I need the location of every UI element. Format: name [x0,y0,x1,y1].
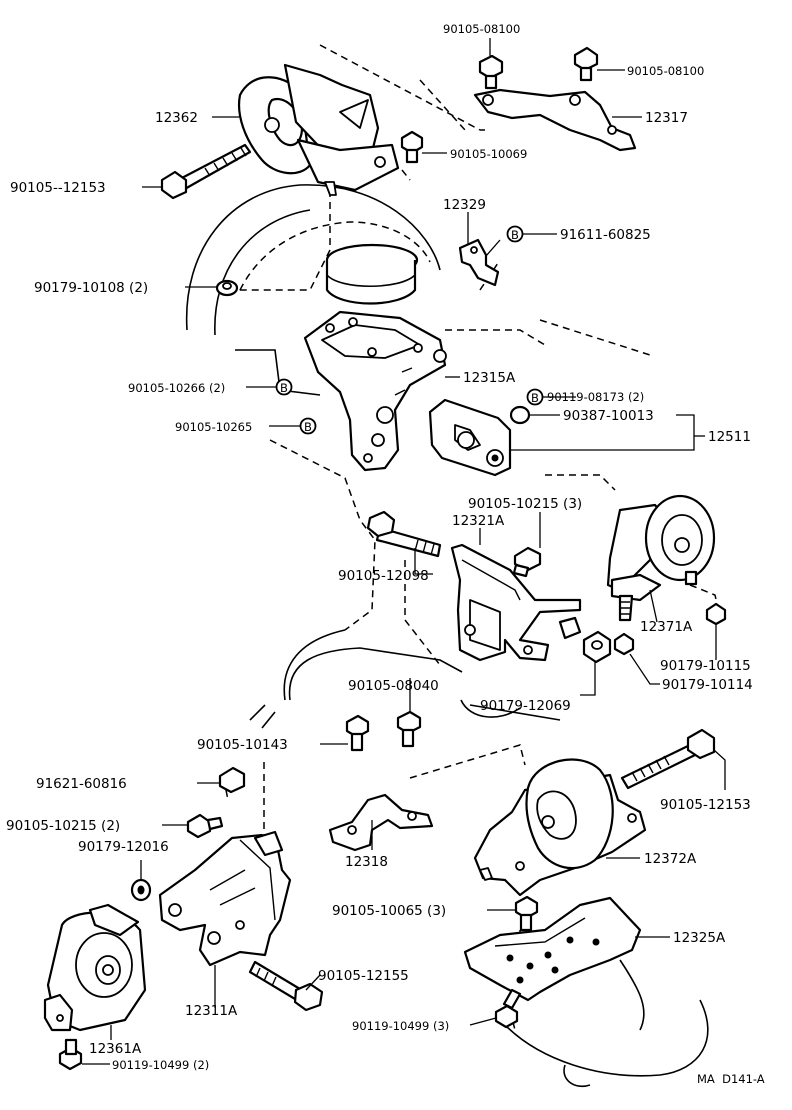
bolt-90105-12098 [366,510,442,558]
label-90119-08173: 90119-08173 (2) [547,390,644,404]
label-90105-08040: 90105-08040 [348,678,439,694]
label-12315A: 12315A [463,370,516,386]
label-90179-10114: 90179-10114 [662,677,753,693]
nut-90179-12069 [582,630,612,664]
label-12311A: 12311A [185,1003,238,1019]
bolt-90105-10215-right [512,546,542,578]
label-90387-10013: 90387-10013 [563,408,654,424]
engine-cylinder [325,243,419,305]
b-marker-text: B [531,391,539,405]
mount-12511 [428,398,531,477]
bolt-90105-12153-top [160,143,252,200]
nut-90179-10114 [613,632,635,656]
label-90105-10069: 90105-10069 [450,147,527,161]
b-marker-text: B [280,381,288,395]
bolt-90105-10069 [400,130,424,164]
label-12321A: 12321A [452,513,505,529]
bracket-12317 [473,88,637,152]
label-12329: 12329 [443,197,486,213]
label-12318: 12318 [345,854,388,870]
label-90105-12155: 90105-12155 [318,968,409,984]
bolt-90119-10499-right [494,988,522,1029]
label-90105-10265: 90105-10265 [175,420,252,434]
label-90179-12016: 90179-12016 [78,839,169,855]
label-90105-08100-b: 90105-08100 [627,64,704,78]
bracket-12325A [463,896,642,1002]
label-90105-12153-right: 90105-12153 [660,797,751,813]
engine-ghost-outline [185,184,709,1087]
nut-90179-10115 [705,602,727,626]
b-marker-08173: B [526,388,544,406]
bracket-12329 [458,238,500,287]
bolt-90105-08100-b [573,46,599,82]
label-12371A: 12371A [640,619,693,635]
label-90105-12098: 90105-12098 [338,568,429,584]
label-90105-10065: 90105-10065 (3) [332,903,446,919]
label-90105-10215-3: 90105-10215 (3) [468,496,582,512]
mount-12361A [43,903,147,1032]
bolt-90105-08100-a [478,54,504,90]
bracket-12315A [303,310,447,472]
label-90179-10115: 90179-10115 [660,658,751,674]
mount-12372A [473,758,647,897]
label-90179-12069: 90179-12069 [480,698,571,714]
bolt-90105-08040 [396,710,422,748]
label-90119-10499-2: 90119-10499 (2) [112,1058,209,1072]
footer-code: MA D141-A [697,1072,765,1086]
label-90119-10499-3: 90119-10499 (3) [352,1019,449,1033]
label-12361A: 12361A [89,1041,142,1057]
mount-12371A [606,494,716,622]
label-90105-10215-2: 90105-10215 (2) [6,818,120,834]
label-91611-60825: 91611-60825 [560,227,651,243]
leader-lines [82,38,726,1065]
bolt-90105-10065 [514,895,539,932]
label-90105-10143: 90105-10143 [197,737,288,753]
b-marker-10266: B [275,378,293,396]
label-12317: 12317 [645,110,688,126]
bolt-90105-10143 [345,714,370,752]
bolt-90105-10215-left [186,813,224,839]
bracket-12321A [450,543,582,662]
washer-90179-12016 [130,878,152,902]
b-marker-text: B [304,420,312,434]
bolt-90105-12155 [248,960,324,1012]
bolt-90119-10499-left [58,1038,83,1071]
label-90105-10266: 90105-10266 (2) [128,381,225,395]
label-90179-10108: 90179-10108 (2) [34,280,148,296]
bracket-12311A [158,830,292,967]
nut-90179-10108 [215,279,239,297]
b-marker-10265: B [299,417,317,435]
b-marker-text: B [511,228,519,242]
label-91621-60816: 91621-60816 [36,776,127,792]
bracket-12318 [328,793,434,852]
label-90105-08100-a: 90105-08100 [443,22,520,36]
b-marker-91611: B [506,225,524,243]
label-12362: 12362 [155,110,198,126]
label-12372A: 12372A [644,851,697,867]
label-90105-12153-top: 90105--12153 [10,180,106,196]
label-12325A: 12325A [673,930,726,946]
part-labels: 90105-08100 90105-08100 12362 12317 9010… [6,22,765,1086]
label-12511: 12511 [708,429,751,445]
bolt-90105-12153-right [620,728,716,790]
bolt-91621-60816 [218,766,246,794]
mount-12362 [238,63,400,196]
